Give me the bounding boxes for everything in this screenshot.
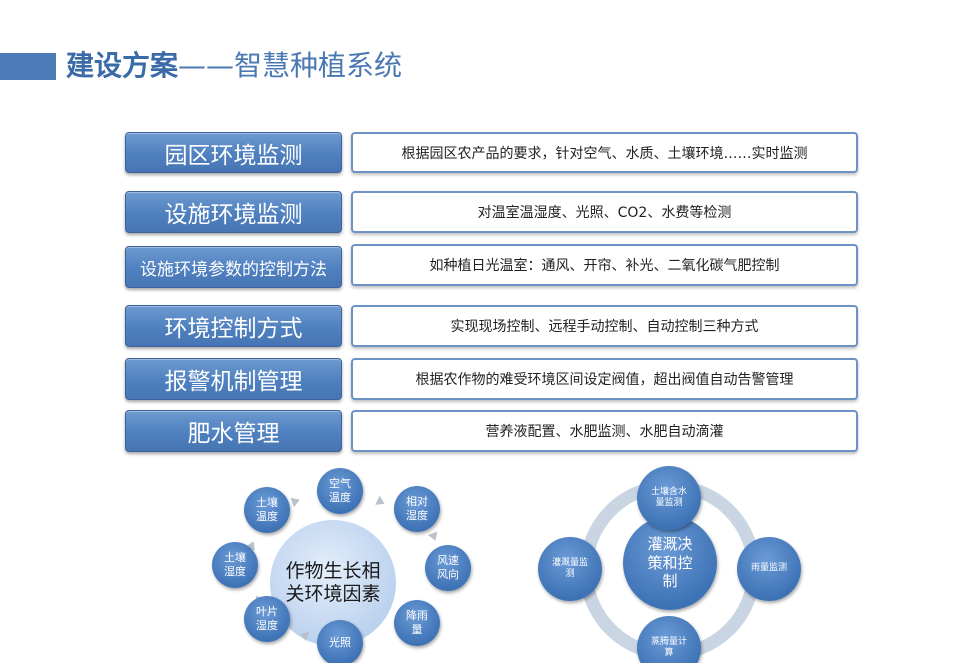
factor-label: 叶片湿度 [256, 605, 278, 632]
factor-bubble: 降雨量 [394, 600, 440, 646]
factor-label: 风速风向 [437, 554, 459, 581]
row-label-facility-monitoring: 设施环境监测 [125, 191, 342, 233]
row-label-park-monitoring: 园区环境监测 [125, 132, 342, 173]
factor-bubble: 叶片湿度 [244, 596, 290, 642]
factor-bubble: 土壤湿度 [212, 542, 258, 588]
cycle-arrow-icon [375, 495, 387, 509]
irrigation-node-bubble: 雨量监测 [737, 537, 801, 601]
factor-bubble: 土壤温度 [244, 487, 290, 533]
factor-label: 降雨量 [406, 609, 428, 636]
irrigation-node-bubble: 土壤含水量监测 [637, 466, 701, 530]
factor-bubble: 空气温度 [317, 468, 363, 514]
row-desc-control-mode: 实现现场控制、远程手动控制、自动控制三种方式 [351, 305, 858, 347]
factor-label: 土壤湿度 [224, 551, 246, 578]
row-desc-alarm-management: 根据农作物的难受环境区间设定阀值，超出阀值自动告警管理 [351, 358, 858, 400]
irrigation-diagram: 灌溉决策和控制 土壤含水量监测 雨量监测 蒸腾量计算 灌溉量监测 [520, 462, 820, 663]
factor-label: 空气温度 [329, 477, 351, 504]
row-desc-control-method: 如种植日光温室：通风、开帘、补光、二氧化碳气肥控制 [351, 244, 858, 286]
factor-label: 土壤温度 [256, 496, 278, 523]
irrigation-center-label: 灌溉决策和控制 [647, 534, 693, 591]
page-title-main: 建设方案 [66, 49, 179, 82]
irrigation-node-bubble: 蒸腾量计算 [637, 616, 701, 663]
row-label-alarm-management: 报警机制管理 [125, 358, 342, 400]
factor-bubble: 相对湿度 [394, 486, 440, 532]
cycle-arrow-icon [290, 494, 302, 508]
irrigation-center-circle: 灌溉决策和控制 [623, 516, 717, 610]
row-label-fertigation: 肥水管理 [125, 410, 342, 452]
factors-center-label: 作物生长相关环境因素 [285, 560, 381, 605]
irrigation-node-label: 蒸腾量计算 [650, 636, 687, 658]
row-desc-park-monitoring: 根据园区农产品的要求，针对空气、水质、土壤环境……实时监测 [351, 132, 858, 173]
irrigation-node-label: 土壤含水量监测 [650, 486, 687, 508]
factors-diagram: 作物生长相关环境因素 空气温度 相对湿度 风速风向 降雨量 光照 叶片湿度 土壤… [200, 462, 490, 663]
irrigation-node-label: 灌溉量监测 [551, 557, 588, 579]
row-desc-facility-monitoring: 对温室温湿度、光照、CO2、水费等检测 [351, 191, 858, 233]
row-desc-fertigation: 营养液配置、水肥监测、水肥自动滴灌 [351, 410, 858, 452]
row-label-control-mode: 环境控制方式 [125, 305, 342, 347]
factor-label: 相对湿度 [406, 495, 428, 522]
irrigation-node-bubble: 灌溉量监测 [538, 537, 602, 601]
row-label-control-method: 设施环境参数的控制方法 [125, 246, 342, 288]
factor-label: 光照 [329, 636, 351, 650]
page-title-sub: ——智慧种植系统 [178, 49, 403, 82]
cycle-arrow-icon [427, 531, 441, 543]
title-accent-bar [0, 53, 56, 80]
factor-bubble: 光照 [317, 620, 363, 663]
factor-bubble: 风速风向 [425, 545, 471, 591]
page-title: 建设方案——智慧种植系统 [66, 46, 402, 86]
irrigation-node-label: 雨量监测 [750, 563, 787, 574]
